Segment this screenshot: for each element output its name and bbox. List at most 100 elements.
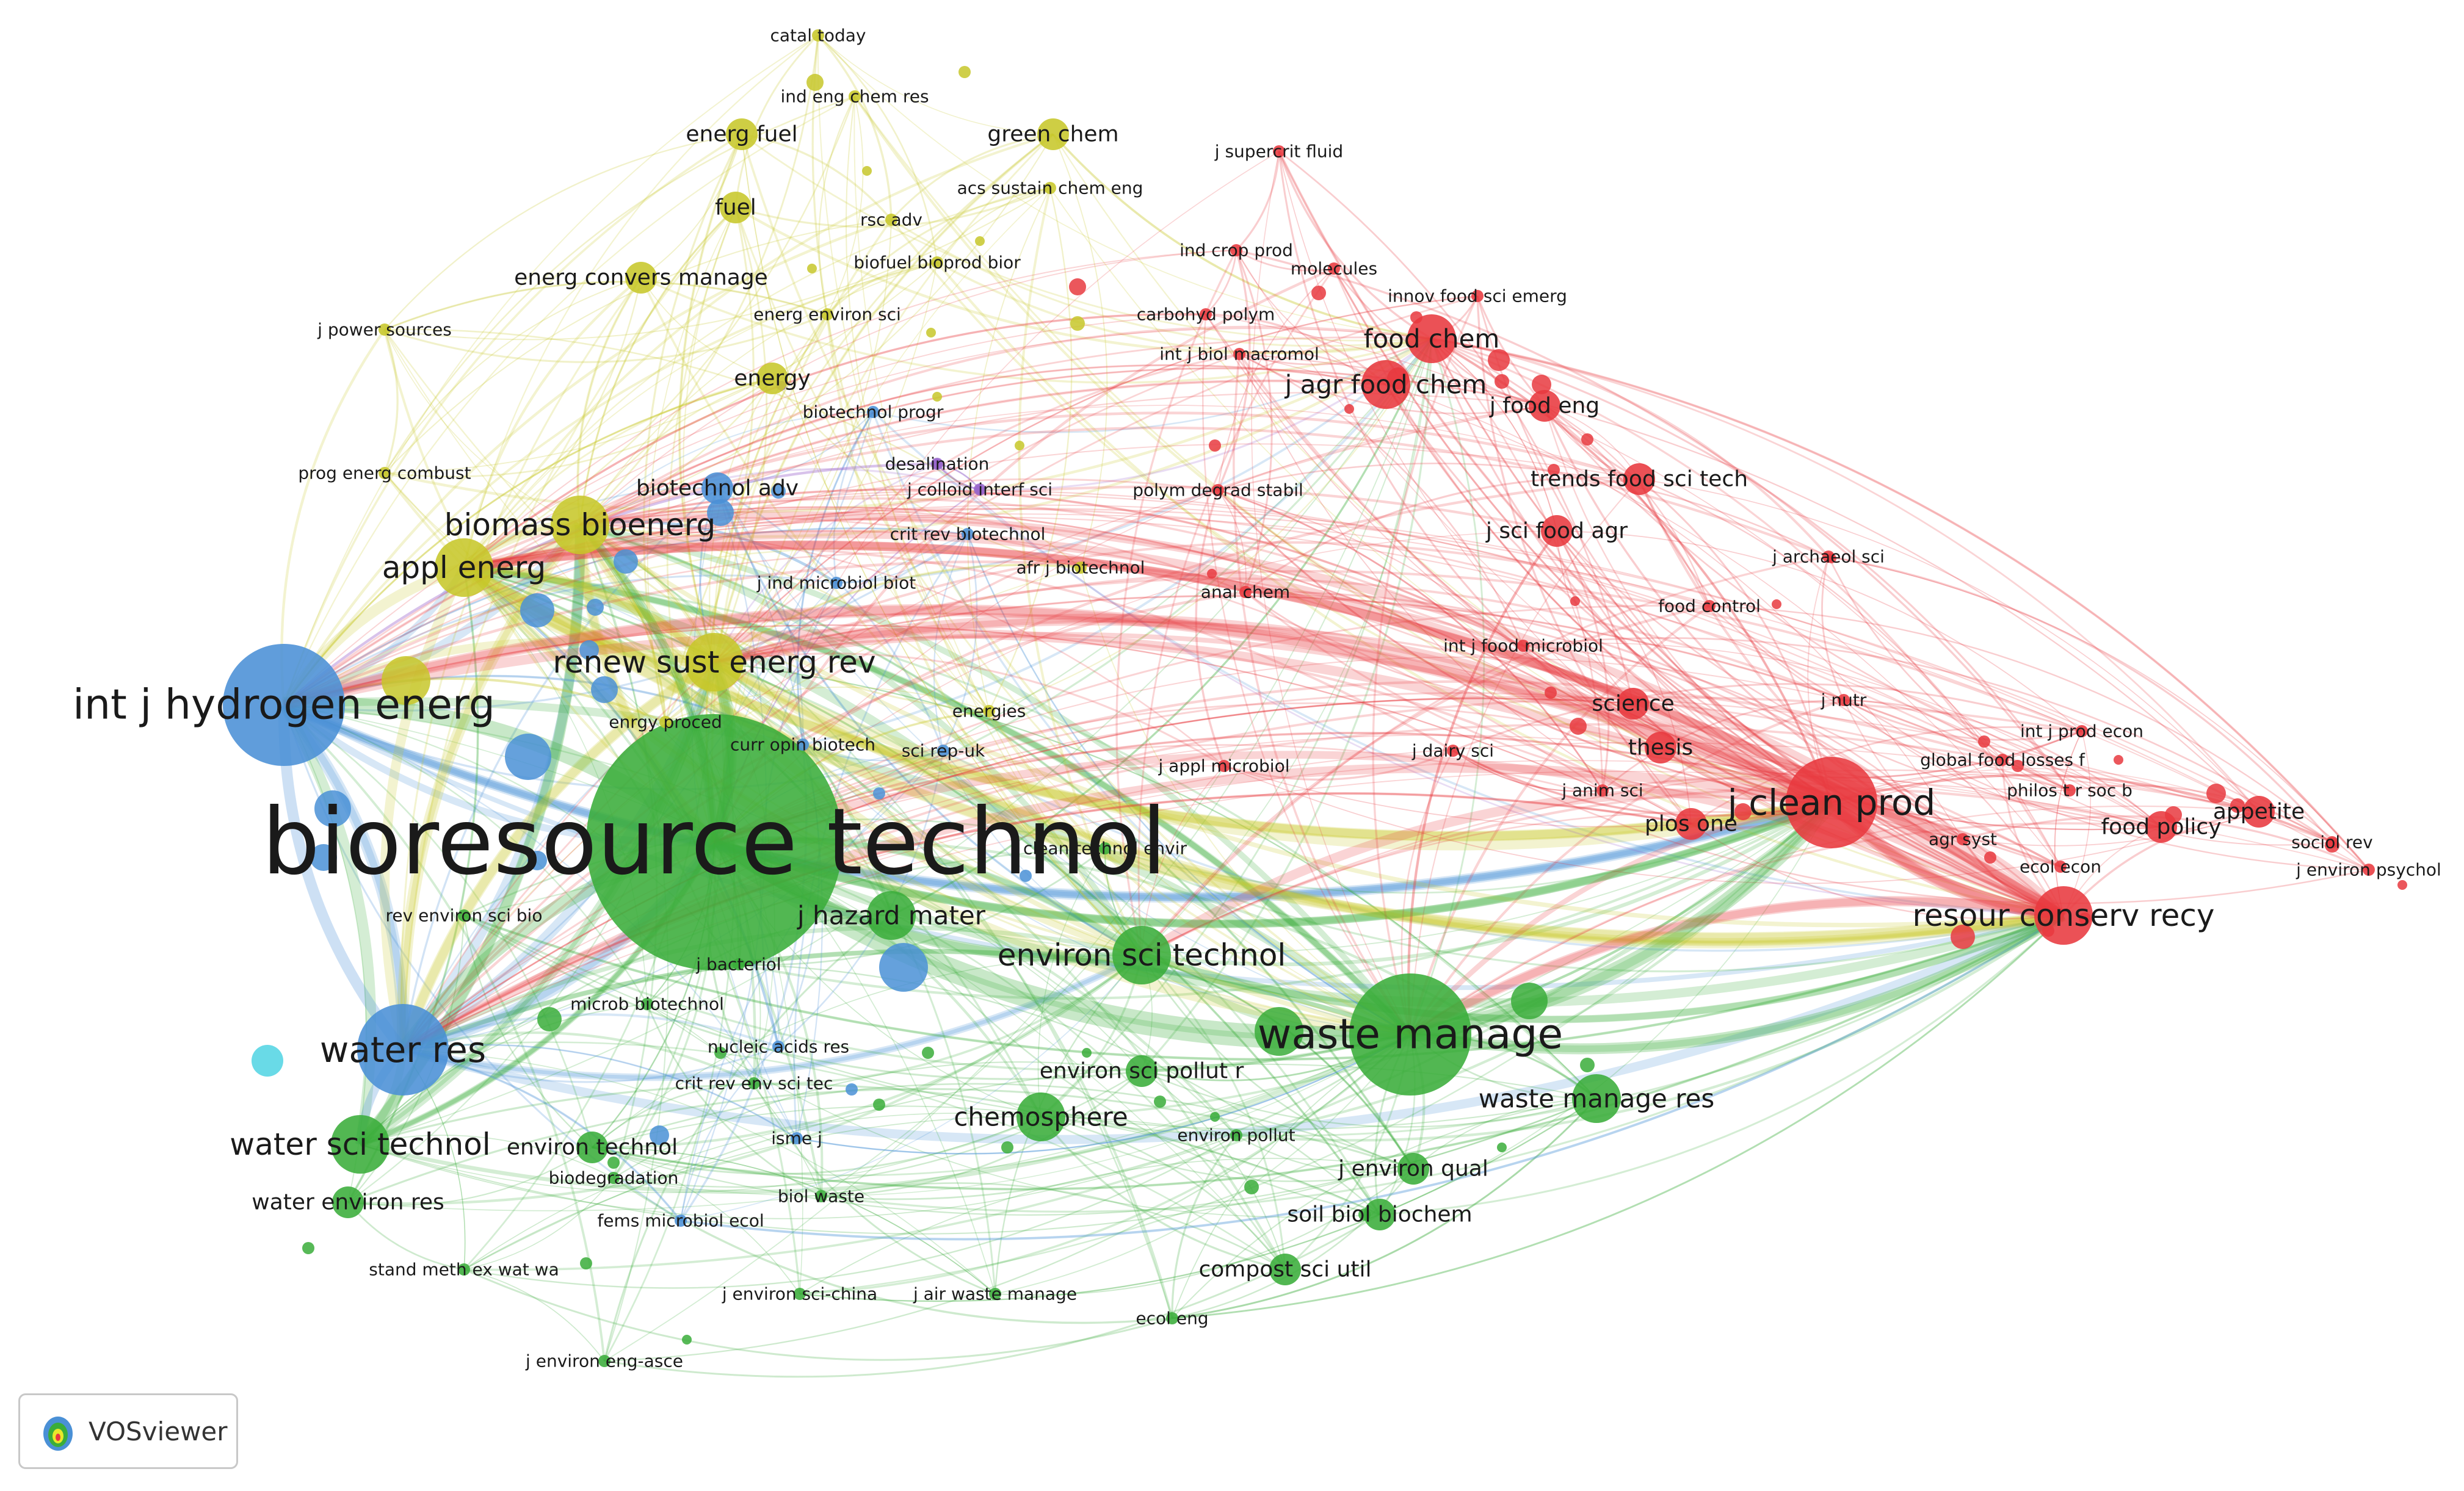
unlabeled-node[interactable] bbox=[314, 790, 351, 827]
node-j-agr-food-chem[interactable] bbox=[1361, 360, 1410, 409]
node-agr-syst[interactable] bbox=[1957, 833, 1969, 845]
unlabeled-node[interactable] bbox=[1020, 870, 1032, 882]
node-soil-biol-biochem[interactable] bbox=[1364, 1199, 1396, 1230]
node-crit-rev-biotechnol[interactable] bbox=[962, 528, 974, 540]
node-microb-biotechnol[interactable] bbox=[641, 998, 653, 1010]
unlabeled-node[interactable] bbox=[2397, 880, 2407, 890]
unlabeled-node[interactable] bbox=[771, 484, 786, 499]
node-j-archaeol-sci[interactable] bbox=[1822, 551, 1835, 563]
node-biodegradation[interactable] bbox=[607, 1172, 620, 1184]
unlabeled-node[interactable] bbox=[714, 1047, 727, 1059]
node-carbohyd-polym[interactable] bbox=[1200, 308, 1212, 320]
unlabeled-node[interactable] bbox=[806, 74, 824, 91]
unlabeled-node[interactable] bbox=[926, 328, 936, 338]
node-water-res[interactable] bbox=[357, 1004, 449, 1096]
node-global-food-losses-f[interactable] bbox=[1996, 754, 2009, 766]
node-j-hazard-mater[interactable] bbox=[867, 891, 916, 940]
unlabeled-node[interactable] bbox=[252, 1045, 283, 1077]
node-biotechnol-adv[interactable] bbox=[701, 472, 733, 504]
node-j-environ-sci-china[interactable] bbox=[794, 1288, 806, 1300]
node-appl-energ[interactable] bbox=[435, 538, 493, 597]
unlabeled-node[interactable] bbox=[505, 734, 551, 780]
node-ind-eng-chem-res[interactable] bbox=[849, 90, 861, 103]
unlabeled-node[interactable] bbox=[1207, 569, 1217, 579]
node-ecol-eng[interactable] bbox=[1166, 1312, 1178, 1324]
unlabeled-node[interactable] bbox=[1772, 599, 1781, 609]
unlabeled-node[interactable] bbox=[537, 1007, 562, 1031]
node-biomass-bioenerg[interactable] bbox=[551, 496, 609, 554]
unlabeled-node[interactable] bbox=[1244, 1180, 1259, 1194]
unlabeled-node[interactable] bbox=[1951, 925, 1975, 949]
unlabeled-node[interactable] bbox=[302, 1242, 314, 1254]
node-food-control[interactable] bbox=[1703, 600, 1716, 612]
node-molecules[interactable] bbox=[1328, 262, 1340, 275]
node-philos-t-r-soc-b[interactable] bbox=[2064, 784, 2076, 796]
unlabeled-node[interactable] bbox=[1580, 1058, 1595, 1072]
unlabeled-node[interactable] bbox=[1209, 439, 1221, 452]
node-j-dairy-sci[interactable] bbox=[1447, 745, 1459, 757]
unlabeled-node[interactable] bbox=[310, 844, 337, 871]
unlabeled-node[interactable] bbox=[1570, 718, 1587, 735]
node-rev-environ-sci-bio[interactable] bbox=[458, 909, 470, 922]
node-afr-j-biotechnol[interactable] bbox=[1074, 561, 1087, 574]
node-j-ind-microbiol-biot[interactable] bbox=[830, 577, 842, 589]
unlabeled-node[interactable] bbox=[1311, 286, 1326, 300]
node-ecol-econ[interactable] bbox=[2054, 861, 2067, 873]
unlabeled-node[interactable] bbox=[682, 1335, 692, 1345]
unlabeled-node[interactable] bbox=[1015, 441, 1024, 450]
unlabeled-node[interactable] bbox=[2230, 798, 2245, 813]
unlabeled-node[interactable] bbox=[862, 166, 872, 176]
unlabeled-node[interactable] bbox=[1070, 316, 1085, 331]
unlabeled-node[interactable] bbox=[1255, 1007, 1303, 1056]
node-resour-conserv-recy[interactable] bbox=[2034, 886, 2093, 945]
unlabeled-node[interactable] bbox=[1511, 983, 1548, 1019]
unlabeled-node[interactable] bbox=[607, 1157, 620, 1169]
node-food-chem[interactable] bbox=[1407, 314, 1456, 363]
node-prog-energ-combust[interactable] bbox=[379, 467, 391, 479]
node-water-environ-res[interactable] bbox=[332, 1186, 364, 1218]
unlabeled-node[interactable] bbox=[520, 593, 554, 627]
node-ind-crop-prod[interactable] bbox=[1230, 244, 1242, 256]
unlabeled-node[interactable] bbox=[579, 640, 599, 660]
node-int-j-prod-econ[interactable] bbox=[2076, 725, 2088, 737]
unlabeled-node[interactable] bbox=[1069, 278, 1086, 295]
node-renew-sust-energ-rev[interactable] bbox=[685, 633, 744, 691]
node-thesis[interactable] bbox=[1645, 732, 1676, 764]
unlabeled-node[interactable] bbox=[1532, 375, 1551, 394]
node-sociol-rev[interactable] bbox=[2326, 836, 2338, 848]
node-desalination[interactable] bbox=[931, 458, 943, 470]
unlabeled-node[interactable] bbox=[958, 66, 971, 78]
unlabeled-node[interactable] bbox=[1734, 803, 1752, 820]
node-catal-today[interactable] bbox=[812, 29, 824, 42]
unlabeled-node[interactable] bbox=[614, 549, 638, 574]
unlabeled-node[interactable] bbox=[1154, 1096, 1166, 1108]
unlabeled-node[interactable] bbox=[1210, 1112, 1220, 1122]
unlabeled-node[interactable] bbox=[932, 392, 942, 402]
unlabeled-node[interactable] bbox=[1978, 735, 1990, 748]
node-environ-technol[interactable] bbox=[576, 1132, 608, 1163]
node-j-food-eng[interactable] bbox=[1529, 390, 1560, 422]
node-science[interactable] bbox=[1617, 688, 1649, 720]
node-int-j-food-microbiol[interactable] bbox=[1517, 640, 1529, 652]
node-int-j-hydrogen-energ[interactable] bbox=[223, 644, 345, 766]
node-int-j-biol-macromol[interactable] bbox=[1233, 348, 1245, 360]
node-environ-pollut[interactable] bbox=[1230, 1129, 1242, 1141]
unlabeled-node[interactable] bbox=[873, 787, 885, 800]
unlabeled-node[interactable] bbox=[1495, 374, 1509, 389]
node-biofuel-bioprod-bior[interactable] bbox=[931, 256, 943, 269]
node-waste-manage-res[interactable] bbox=[1572, 1074, 1621, 1123]
unlabeled-node[interactable] bbox=[1570, 596, 1580, 606]
unlabeled-node[interactable] bbox=[1497, 1143, 1507, 1152]
unlabeled-node[interactable] bbox=[1488, 349, 1510, 371]
node-energ-fuel[interactable] bbox=[726, 118, 758, 150]
node-biol-waste[interactable] bbox=[815, 1190, 827, 1202]
unlabeled-node[interactable] bbox=[2206, 784, 2226, 803]
node-compost-sci-util[interactable] bbox=[1269, 1254, 1301, 1285]
unlabeled-node[interactable] bbox=[1082, 1048, 1092, 1058]
node-fuel[interactable] bbox=[720, 192, 752, 223]
node-enrgy-proced[interactable] bbox=[659, 716, 672, 728]
node-chemosphere[interactable] bbox=[1016, 1092, 1065, 1141]
node-j-environ-qual[interactable] bbox=[1397, 1153, 1429, 1185]
node-anal-chem[interactable] bbox=[1239, 586, 1252, 598]
node-plos-one[interactable] bbox=[1675, 808, 1707, 840]
